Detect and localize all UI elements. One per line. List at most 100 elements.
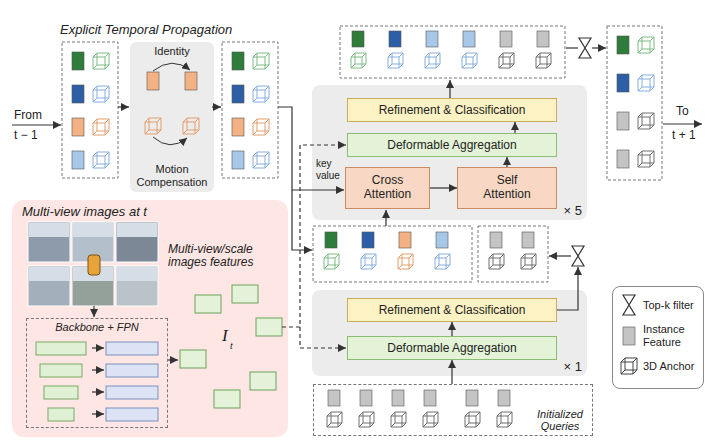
refinement-box: Refinement & Classification [347, 298, 557, 322]
label-text: To [676, 104, 689, 118]
anchor-cube [388, 53, 403, 68]
wire [592, 47, 606, 48]
node-text: × 1 [564, 359, 582, 374]
wire [212, 106, 221, 107]
topk-filter [579, 38, 591, 58]
region-fill [312, 290, 587, 376]
group-outline [222, 42, 278, 178]
group-outline [478, 226, 548, 282]
label-text: I [222, 326, 228, 346]
label-text: t [230, 340, 233, 351]
instance-feature [392, 390, 404, 406]
instance-feature [463, 31, 475, 47]
group-outline [62, 42, 118, 178]
wire [92, 413, 104, 414]
instance-feature [617, 112, 629, 130]
label-text: From [14, 108, 42, 122]
backbone-stage [36, 342, 86, 355]
wire [12, 124, 61, 125]
label-text: t + 1 [672, 128, 696, 142]
wire [168, 359, 178, 360]
label-slot: Explicit Temporal Propagation [60, 22, 232, 37]
wire [292, 190, 312, 250]
motion-arrow [153, 137, 187, 145]
backbone-stage [48, 408, 74, 421]
label-slot: To [676, 104, 689, 118]
region-fill [130, 42, 214, 192]
camera-image [28, 266, 70, 306]
instance-feature [352, 31, 364, 47]
flow-arrow [506, 157, 507, 167]
legend-symbol [619, 354, 639, 378]
anchor-cube [359, 412, 374, 427]
instance-feature [72, 52, 84, 70]
label-text: Multi-view/scale images features [168, 243, 283, 269]
anchor-cube [93, 152, 109, 168]
anchor-cube [497, 412, 512, 427]
anchor-cube [465, 412, 480, 427]
instance-feature [72, 151, 84, 169]
aggregation-box: Deformable Aggregation [347, 133, 557, 157]
attention-box: Cross Attention [345, 167, 430, 209]
wire [282, 145, 346, 327]
flow-arrow [451, 322, 452, 336]
anchor-cube [638, 151, 654, 167]
legend-box: Top-k filterInstance Feature3D Anchor [612, 286, 704, 389]
instance-feature [185, 72, 197, 90]
anchor-cube [324, 254, 339, 269]
legend-text: Top-k filter [643, 299, 699, 312]
node-text: Backbone + FPN [55, 321, 138, 333]
legend-symbol [619, 293, 639, 317]
anchor-cube [93, 53, 109, 69]
flow-arrow [514, 122, 515, 133]
backbone-box: Backbone + FPN [26, 318, 168, 428]
anchor-cube [489, 254, 504, 269]
instance-feature [325, 232, 337, 248]
anchor-cube [93, 119, 109, 135]
group-outline [313, 226, 472, 282]
instance-feature [232, 118, 244, 136]
ego-car [88, 255, 100, 275]
wire [118, 106, 129, 107]
anchor-cube [183, 118, 199, 134]
legend-row: Instance Feature [619, 323, 699, 348]
anchor-cube [327, 412, 342, 427]
node-text: × 5 [564, 203, 582, 218]
instance-feature [617, 74, 629, 92]
wire [663, 123, 702, 124]
wire [93, 306, 94, 317]
wire [92, 391, 104, 392]
fpn-stage [106, 364, 158, 377]
group-outline [607, 26, 662, 180]
label-text: Explicit Temporal Propagation [60, 22, 232, 37]
feature-map [232, 285, 258, 303]
anchor-cube [361, 254, 376, 269]
anchor-cube [638, 113, 654, 129]
anchor-cube [425, 53, 440, 68]
queries-box: Initialized Queries [313, 384, 593, 436]
label-slot: t − 1 [14, 128, 38, 142]
backbone-stage [40, 364, 82, 377]
node-fills [12, 42, 587, 437]
legend-text: Instance Feature [643, 323, 699, 348]
image-sky [29, 267, 69, 281]
image-sky [117, 267, 157, 281]
anchor-cube [638, 37, 654, 53]
aggregation-box: Deformable Aggregation [347, 336, 557, 360]
topk-filter [623, 295, 635, 315]
anchor-cube [521, 254, 536, 269]
node-text: Refinement & Classification [379, 303, 526, 317]
group-outline [340, 26, 565, 78]
decoder-panel: × 5Refinement & ClassificationDeformable… [312, 85, 587, 220]
camera-image [116, 266, 158, 306]
instance-feature [522, 232, 534, 248]
motion-box: IdentityMotion Compensation [130, 42, 214, 192]
wire [385, 210, 386, 226]
wire [300, 327, 346, 348]
image-region: Multi-view images at tBackbone + FPN [12, 200, 288, 437]
wire [566, 47, 578, 48]
fpn-stage [106, 408, 158, 421]
camera-image [28, 222, 70, 262]
